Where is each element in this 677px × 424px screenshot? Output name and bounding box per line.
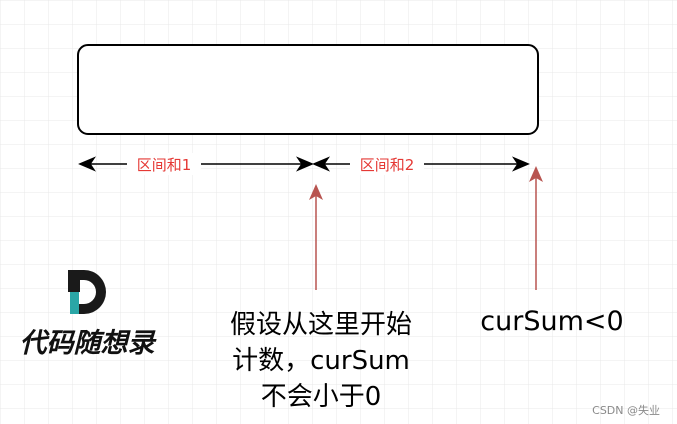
cursum-note: curSum<0 [480,306,623,337]
interval-1-label: 区间和1 [137,156,192,174]
start-note-line-2: 计数，curSum [232,346,410,376]
start-note-line-1: 假设从这里开始 [230,310,412,340]
array-box [77,44,539,135]
start-pointer-arrow [309,184,323,290]
logo-text: 代码随想录 [20,328,158,359]
cursum-pointer-arrow [529,166,543,290]
interval-2-label: 区间和2 [360,156,415,174]
logo-d-icon [68,270,106,314]
start-note-line-3: 不会小于0 [261,382,382,412]
logo-d-teal-bar [70,292,79,314]
logo: 代码随想录 [20,270,158,359]
watermark: CSDN @失业 [592,404,660,417]
